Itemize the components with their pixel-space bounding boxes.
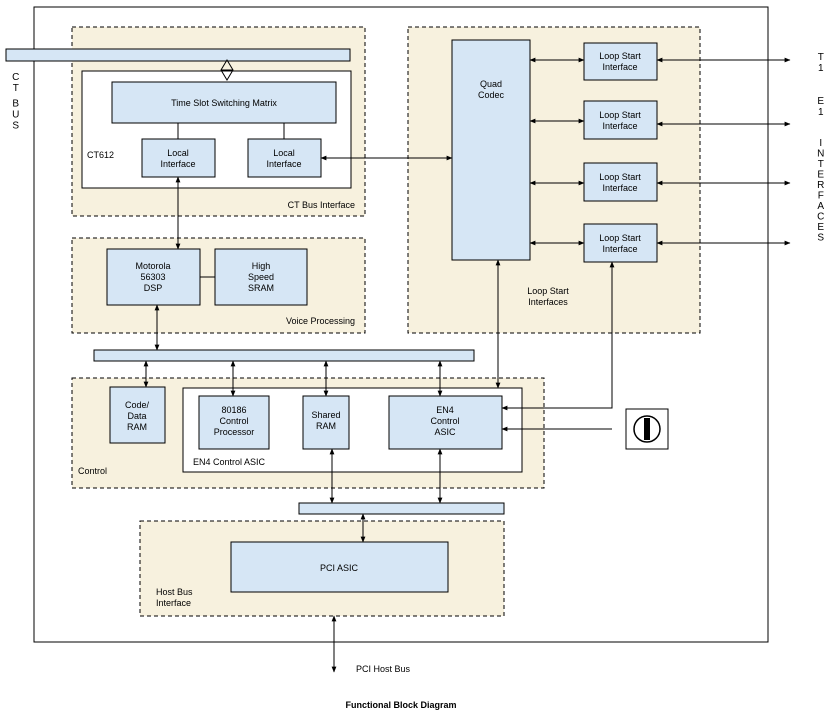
side-label-letter: F <box>818 191 825 202</box>
code-data-ram-label-b: Data <box>127 411 146 421</box>
sram-label-a: High <box>252 261 271 271</box>
side-label-letter: U <box>12 109 20 120</box>
loop-start-2-label-b: Interface <box>602 121 637 131</box>
side-label-letter: E <box>817 96 824 107</box>
dsp-label-a: Motorola <box>135 261 170 271</box>
ct-bus-connector <box>220 59 234 81</box>
side-label-letter: 1 <box>818 63 824 74</box>
ct-bus-bar <box>5 48 351 62</box>
pci-bus-bar <box>298 502 505 515</box>
local-interface-2-label-b: Interface <box>266 159 301 169</box>
loop-start-3-label-b: Interface <box>602 183 637 193</box>
sram-label-c: SRAM <box>248 283 274 293</box>
control-label: Control <box>78 466 107 476</box>
loop-start-2-label-a: Loop Start <box>599 110 641 120</box>
local-interface-2-label-a: Local <box>273 148 295 158</box>
dsp-label-b: 56303 <box>140 272 165 282</box>
loop-start-4-label-b: Interface <box>602 244 637 254</box>
quad-codec-label-a: Quad <box>480 79 502 89</box>
en4-control-label-b: Control <box>430 416 459 426</box>
ct612-label: CT612 <box>87 150 114 160</box>
side-label-letter: T <box>13 83 20 94</box>
side-label-letter: I <box>819 138 822 149</box>
loop-start-3-block <box>583 162 658 202</box>
side-label-letter: N <box>817 149 825 160</box>
ct-bus-interface-label: CT Bus Interface <box>288 200 355 210</box>
dsp-block <box>106 248 201 306</box>
en4-control-asic-label: EN4 Control ASIC <box>193 457 266 467</box>
side-label-letter: T <box>818 159 825 170</box>
loop-start-1-label-b: Interface <box>602 62 637 72</box>
side-label-letter: S <box>817 233 824 244</box>
loop-start-4-block <box>583 223 658 263</box>
control-processor-label-a: 80186 <box>221 405 246 415</box>
host-bus-interface-label-b: Interface <box>156 598 191 608</box>
side-label-letter: T <box>818 52 825 63</box>
tssm-block <box>111 81 337 124</box>
side-label-letter: R <box>817 180 825 191</box>
local-interface-1-label-a: Local <box>167 148 189 158</box>
code-data-ram-label-a: Code/ <box>125 400 150 410</box>
shared-ram-label-b: RAM <box>316 421 336 431</box>
side-label-letter: C <box>817 212 825 223</box>
t1-side-label: T1 <box>818 52 825 74</box>
control-processor-label-b: Control <box>219 416 248 426</box>
side-label-letter: A <box>817 201 824 212</box>
loop-start-interfaces-label-b: Interfaces <box>528 297 568 307</box>
pci-host-bus-label: PCI Host Bus <box>356 664 411 674</box>
quad-codec-block <box>451 39 531 261</box>
control-processor-block <box>198 395 270 450</box>
dsp-label-c: DSP <box>144 283 163 293</box>
tssm-label: Time Slot Switching Matrix <box>171 98 277 108</box>
host-bus-interface-label-a: Host Bus <box>156 587 193 597</box>
pci-asic-block <box>230 541 449 593</box>
code-data-ram-label-c: RAM <box>127 422 147 432</box>
loop-start-3-label-a: Loop Start <box>599 172 641 182</box>
loop-start-1-label-a: Loop Start <box>599 51 641 61</box>
loop-start-2-block <box>583 100 658 140</box>
loop-start-4-label-a: Loop Start <box>599 233 641 243</box>
side-label-letter: E <box>817 222 824 233</box>
sram-label-b: Speed <box>248 272 274 282</box>
local-interface-1-block <box>141 138 216 178</box>
en4-control-label-a: EN4 <box>436 405 454 415</box>
local-interface-1-label-b: Interface <box>160 159 195 169</box>
side-label-letter: E <box>817 170 824 181</box>
diagram-title: Functional Block Diagram <box>345 700 456 710</box>
quad-codec-label-b: Codec <box>478 90 505 100</box>
sram-block <box>214 248 308 306</box>
side-label-letter: C <box>12 72 20 83</box>
control-processor-label-c: Processor <box>214 427 255 437</box>
e1-side-label: E1 <box>817 96 824 118</box>
local-interface-2-block <box>247 138 322 178</box>
en4-control-label-c: ASIC <box>434 427 456 437</box>
voice-processing-label: Voice Processing <box>286 316 355 326</box>
side-label-letter: 1 <box>818 107 824 118</box>
shared-ram-label-a: Shared <box>311 410 340 420</box>
code-data-ram-block <box>109 386 166 444</box>
en4-control-block <box>388 395 503 450</box>
shared-ram-block <box>302 395 350 450</box>
loop-start-interfaces-label-a: Loop Start <box>527 286 569 296</box>
side-label-letter: B <box>12 98 19 109</box>
side-label-letter: S <box>12 120 19 131</box>
local-bus-bar <box>93 349 475 362</box>
pci-asic-label: PCI ASIC <box>320 563 359 573</box>
